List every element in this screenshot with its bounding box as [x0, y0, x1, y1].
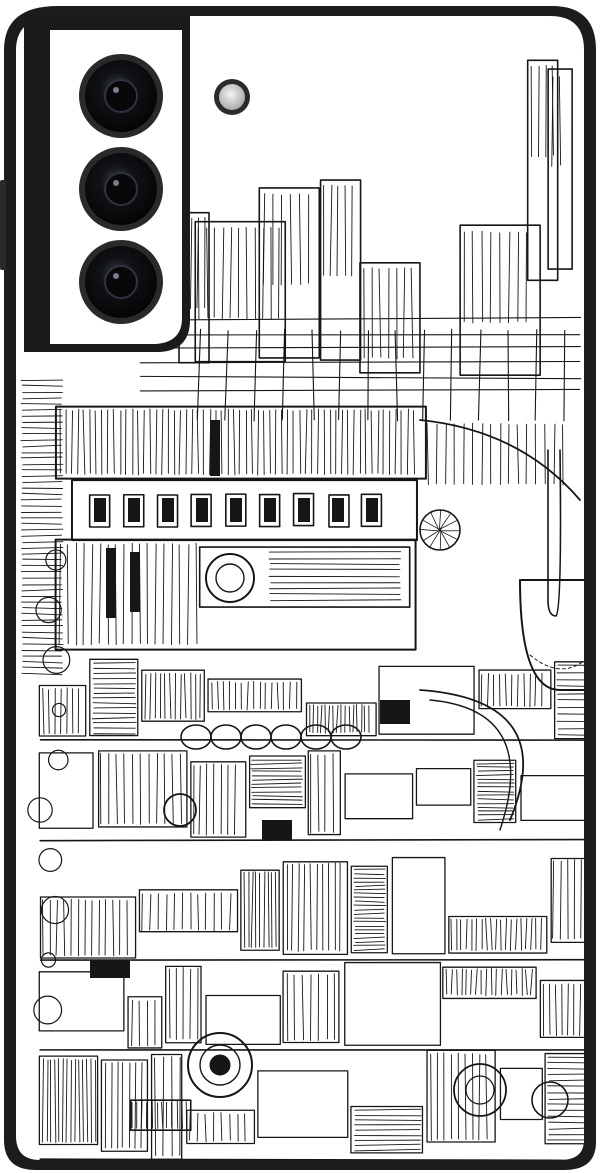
camera-lens-core — [104, 79, 138, 113]
camera-lens-core — [104, 172, 138, 206]
side-button — [0, 180, 6, 270]
camera-lens-glint — [113, 87, 119, 93]
camera-lens-core — [104, 265, 138, 299]
flash — [214, 79, 250, 115]
camera-lens-glint — [113, 273, 119, 279]
camera-module — [24, 16, 190, 352]
camera-lens-glint — [113, 180, 119, 186]
